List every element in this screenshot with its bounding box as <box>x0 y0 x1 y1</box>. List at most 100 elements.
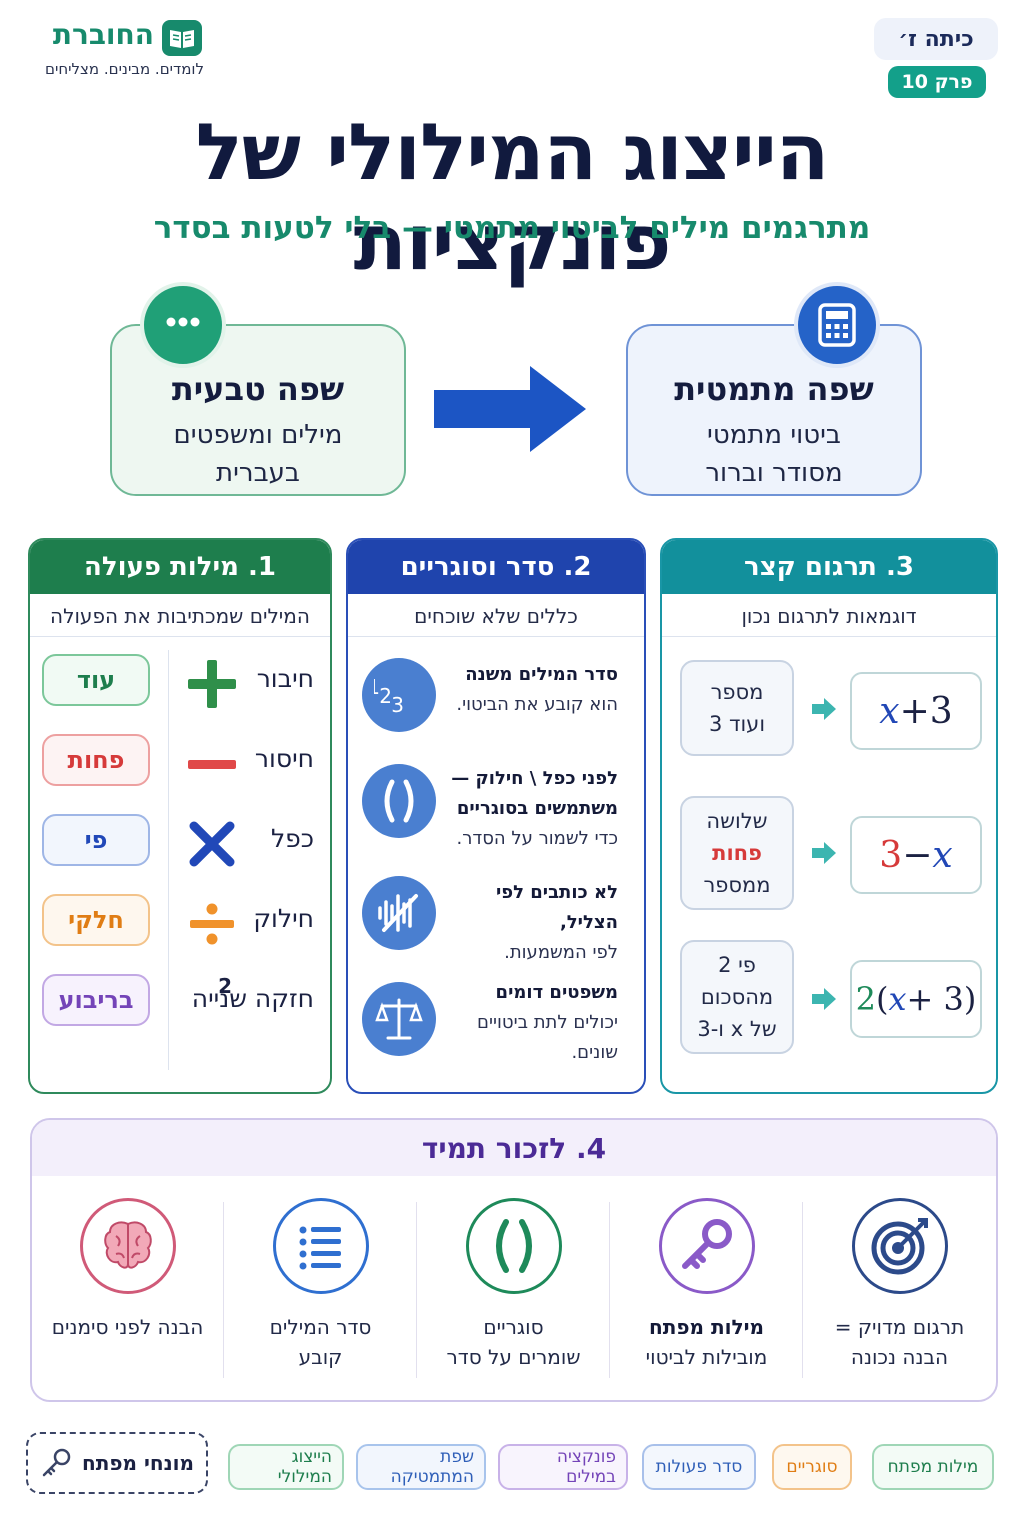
arrow-right-icon <box>430 362 590 460</box>
math-language-line1: ביטוי מתמטי <box>707 420 841 450</box>
short-translation-card: 3. תרגום קצר דוגמאות לתרגום נכון מספר וע… <box>660 538 998 1094</box>
formula-paren: ( <box>876 980 889 1018</box>
remember-item: סוגריים שומרים על סדר <box>417 1190 610 1390</box>
operation-word: פחות <box>42 734 150 786</box>
remember-line1: סדר המילים <box>269 1315 372 1339</box>
phrase-line: פי 2 <box>718 953 756 977</box>
phrase-line: של x ו-3 <box>697 1017 777 1041</box>
parentheses-icon <box>362 764 436 838</box>
brain-icon <box>79 1198 176 1294</box>
remember-line1: תרגום מדויק = <box>834 1315 965 1339</box>
remember-line2: הבנה נכונה <box>850 1345 949 1369</box>
divider <box>168 650 169 1070</box>
key-terms-label: מונחי מפתח <box>26 1432 208 1494</box>
short-translation-title: 3. תרגום קצר <box>662 540 996 594</box>
remember-line2: שומרים על סדר <box>446 1345 581 1369</box>
key-term-tag: סדר פעולות <box>642 1444 756 1490</box>
logo-tagline: לומדים. מבינים. מצליחים <box>45 60 204 78</box>
operation-name: חזקה שנייה <box>191 984 314 1013</box>
action-words-card: 1. מילות פעולה המילים שמכתיבות את הפעולה… <box>28 538 332 1094</box>
remember-item: הבנה לפני סימנים <box>32 1190 224 1390</box>
operation-word: בריבוע <box>42 974 150 1026</box>
remember-line2: קובע <box>298 1345 343 1369</box>
phrase-bubble: מספר ועוד 3 <box>680 660 794 756</box>
order-parentheses-card: 2. סדר וסוגריים כללים שלא שוכחים 1 2 3 ס… <box>346 538 646 1094</box>
phrase-line: שלושה <box>706 809 768 833</box>
chapter-badge: פרק 10 <box>888 66 986 98</box>
formula-operator: + <box>899 690 930 732</box>
scales-icon <box>362 982 436 1056</box>
rule-detail: יכולים לתת ביטויים שונים. <box>477 1012 618 1063</box>
logo: החוברת לומדים. מבינים. מצליחים <box>28 18 208 88</box>
svg-text:3: 3 <box>391 693 404 717</box>
arrow-right-icon <box>812 988 836 1010</box>
grade-badge: כיתה ז׳ <box>874 18 998 60</box>
key-term-tag: שפת המתמטיקה <box>356 1444 486 1490</box>
formula-variable: 𝑥 <box>888 980 907 1018</box>
rule-text: משפטים דומים יכולים לתת ביטויים שונים. <box>440 978 618 1068</box>
remember-item: סדר המילים קובע <box>224 1190 417 1390</box>
remember-text: מילות מפתח מובילות לביטוי <box>610 1312 803 1372</box>
key-term-tag: פונקציה במילים <box>498 1444 628 1490</box>
remember-line1: סוגריים <box>483 1315 544 1339</box>
operation-row-division: חילוק חלקי <box>30 892 330 952</box>
operation-row-multiplication: כפל פי <box>30 812 330 872</box>
remember-title: 4. לזכור תמיד <box>32 1120 996 1176</box>
key-icon <box>42 1448 71 1477</box>
calculator-icon <box>794 282 880 368</box>
rule-item: 1 2 3 סדר המילים משנה הוא קובע את הביטוי… <box>348 650 644 750</box>
key-term-tag: הייצוג המילולי <box>228 1444 344 1490</box>
parentheses-icon <box>465 1198 562 1294</box>
arrow-right-icon <box>812 698 836 720</box>
list-icon <box>272 1198 369 1294</box>
remember-item: תרגום מדויק = הבנה נכונה <box>803 1190 996 1390</box>
phrase-bubble: פי 2 מהסכום של x ו-3 <box>680 940 794 1054</box>
remember-item: מילות מפתח מובילות לביטוי <box>610 1190 803 1390</box>
formula-number: 3 <box>929 690 953 732</box>
divider <box>416 1202 417 1378</box>
formula-box: 𝑥 + 3 <box>850 672 982 750</box>
key-icon <box>658 1198 755 1294</box>
formula-number: 2 <box>855 980 876 1018</box>
formula-box: 3 − 𝑥 <box>850 816 982 894</box>
natural-language-line1: מילים ומשפטים <box>173 420 343 450</box>
operation-word: פי <box>42 814 150 866</box>
phrase-bubble: שלושה פחות ממספר <box>680 796 794 910</box>
logo-name: החוברת <box>52 18 154 51</box>
operation-name: כפל <box>270 824 314 853</box>
natural-language-box: שפה טבעית מילים ומשפטים בעברית <box>110 324 406 496</box>
key-term-tag: מילות מפתח <box>872 1444 994 1490</box>
action-words-title: 1. מילות פעולה <box>30 540 330 594</box>
svg-text:2: 2 <box>379 684 392 708</box>
operation-name: חילוק <box>253 904 314 933</box>
rule-item: לפני כפל \ חילוק — משתמשים בסוגריים כדי … <box>348 760 644 870</box>
divider <box>609 1202 610 1378</box>
short-translation-subtitle: דוגמאות לתרגום נכון <box>662 594 996 637</box>
rule-detail: כדי לשמור על הסדר. <box>456 828 618 849</box>
operation-word: עוד <box>42 654 150 706</box>
rule-bold: לא כותבים לפי הצליל, <box>495 882 618 933</box>
operation-row-subtraction: חיסור פחות <box>30 732 330 792</box>
operation-name: חיסור <box>254 744 314 773</box>
rule-text: לא כותבים לפי הצליל, לפי המשמעות. <box>440 878 618 968</box>
natural-language-title: שפה טבעית <box>171 370 345 408</box>
formula-number: 3 <box>879 834 903 876</box>
rule-text: סדר המילים משנה הוא קובע את הביטוי. <box>440 660 618 720</box>
rule-bold: סדר המילים משנה <box>465 664 618 685</box>
rule-item: לא כותבים לפי הצליל, לפי המשמעות. <box>348 876 644 972</box>
remember-text: סוגריים שומרים על סדר <box>417 1312 610 1372</box>
numbers-order-icon: 1 2 3 <box>362 658 436 732</box>
operation-row-square: חזקה שנייה 2 בריבוע <box>30 972 330 1032</box>
svg-text:1: 1 <box>374 675 380 699</box>
arrow-right-icon <box>812 842 836 864</box>
rule-detail: הוא קובע את הביטוי. <box>456 694 618 715</box>
page-subtitle: מתרגמים מילים לביטוי מתמטי — בלי לטעות ב… <box>153 210 871 246</box>
formula-variable: 𝑥 <box>932 834 953 876</box>
phrase-line: מספר <box>710 680 764 704</box>
divider <box>223 1202 224 1378</box>
minus-icon <box>186 738 238 790</box>
rule-bold: לפני כפל \ חילוק — משתמשים בסוגריים <box>451 768 618 819</box>
math-language-line2: מסודר וברור <box>705 458 843 488</box>
phrase-line: ועוד 3 <box>708 712 766 736</box>
formula-box: 2(𝑥 + 3) <box>850 960 982 1038</box>
